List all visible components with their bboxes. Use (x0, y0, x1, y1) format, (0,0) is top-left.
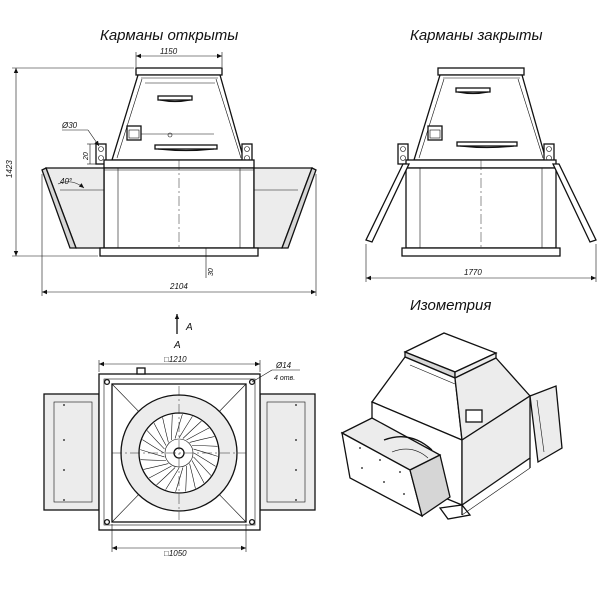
dim-hole-diameter: Ø14 (275, 361, 292, 370)
impeller-blade (178, 416, 193, 439)
title-pockets-closed: Карманы закрыты (410, 27, 543, 44)
left-bracket (95, 143, 107, 165)
impeller-blade (189, 463, 196, 489)
impeller-blade (146, 430, 165, 450)
impeller-blade (185, 465, 187, 492)
top-right-pocket (259, 393, 316, 511)
right-pocket-closed (551, 163, 597, 243)
impeller-blade (174, 414, 183, 439)
impeller-blade (140, 449, 165, 458)
impeller-blade (193, 448, 218, 457)
view-section-label: A (173, 340, 181, 351)
top-cap-closed (437, 67, 525, 76)
motor-terminal-box (126, 125, 142, 141)
iso-base (438, 504, 472, 520)
title-pockets-open: Карманы открыты (100, 27, 238, 44)
mount-hole (103, 518, 111, 526)
base-plate-closed (401, 247, 561, 257)
impeller-blade (175, 467, 184, 492)
left-pocket-closed (365, 163, 411, 243)
top-left-pocket (43, 393, 100, 511)
impeller-blade (182, 420, 202, 439)
impeller-blade (191, 445, 218, 447)
mount-hole (248, 518, 256, 526)
top-view-a: □1210 Ø14 4 отв. □1050 (43, 355, 316, 558)
impeller-blade (165, 467, 180, 490)
dim-hole-count: 4 отв. (274, 375, 295, 382)
impeller-blade (193, 456, 212, 476)
impeller-blades (140, 414, 218, 492)
impeller-blade (186, 427, 210, 441)
base-plate (99, 247, 259, 257)
impeller-blade (162, 417, 169, 443)
impeller-blade (142, 439, 165, 454)
right-pocket-open (253, 167, 313, 249)
dim-offset-20: 20 (83, 152, 90, 161)
impeller-blade (143, 463, 169, 470)
dim-angle: 40° (60, 177, 73, 186)
impeller-blade (189, 436, 215, 443)
front-view-open: Карманы открыты (5, 27, 317, 296)
dim-base-30: 30 (208, 268, 215, 276)
impeller-blade (148, 465, 172, 479)
top-cap (135, 67, 223, 76)
dim-top-width: 1150 (160, 47, 178, 56)
impeller-blade (140, 459, 167, 461)
impeller-blade (156, 467, 176, 486)
impeller-blade (193, 452, 216, 467)
dim-square-outer: □1210 (164, 355, 187, 364)
impeller-blade (191, 460, 205, 484)
iso-pocket-right (529, 385, 563, 464)
view-a-indicator: A A (173, 314, 193, 351)
view-arrow-label: A (185, 322, 193, 333)
front-view-closed: Карманы закрыты 1770 (365, 27, 597, 282)
mount-hole (103, 378, 111, 386)
dim-square-inner: □1050 (164, 549, 187, 558)
left-pocket-open (45, 167, 105, 249)
impeller-blade (153, 422, 167, 446)
dim-width-closed: 1770 (464, 268, 482, 277)
dim-width-open: 2104 (169, 282, 188, 291)
title-isometry: Изометрия (410, 297, 491, 314)
isometric-view: Изометрия (340, 297, 563, 520)
dim-height-total: 1423 (5, 160, 14, 178)
dim-pipe-diameter: Ø30 (61, 121, 78, 130)
impeller-blade (171, 414, 173, 441)
